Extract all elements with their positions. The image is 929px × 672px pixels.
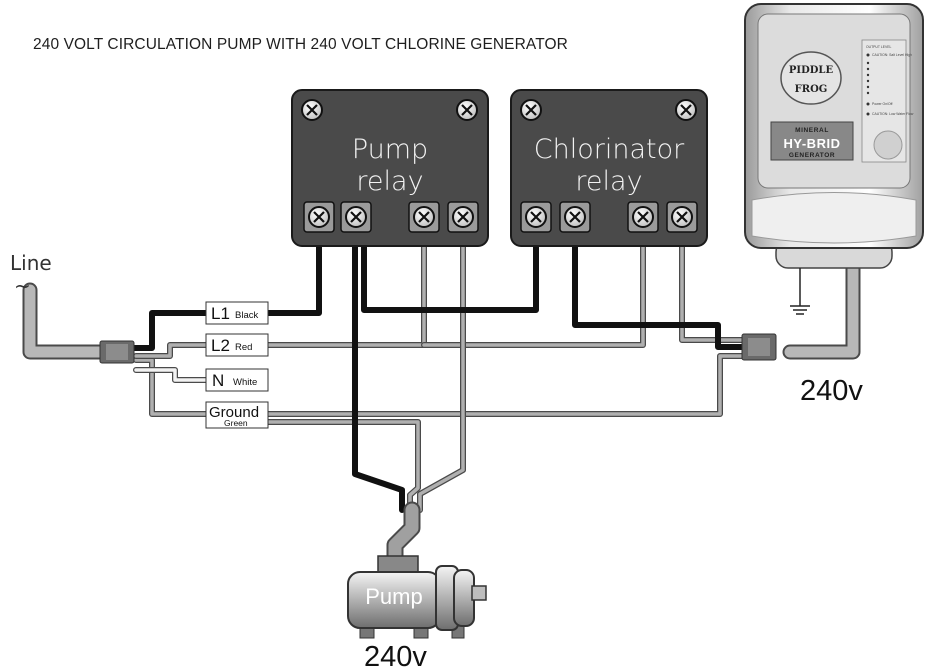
ground-wire: [133, 353, 751, 513]
generator-cord: [784, 259, 859, 358]
pump-voltage-label: 240v: [364, 641, 427, 672]
svg-text:HY-BRID: HY-BRID: [784, 136, 841, 151]
svg-text:PIDDLE: PIDDLE: [789, 65, 834, 76]
chlorinator-relay-terminals: [520, 201, 698, 233]
svg-text:Power On/Off: Power On/Off: [872, 102, 893, 106]
line-splice: [99, 340, 135, 364]
generator-splice: [741, 333, 777, 361]
pump-relay-terminals: [303, 201, 479, 233]
pump-label: Pump: [365, 584, 422, 609]
generator-control-panel: OUTPUT LEVEL CAUTION: Salt Level High Po…: [861, 39, 914, 163]
svg-text:FROG: FROG: [795, 84, 828, 95]
pump-relay: Pump relay: [291, 89, 489, 247]
svg-text:CAUTION: Salt Level High: CAUTION: Salt Level High: [872, 53, 912, 57]
generator-voltage-label: 240v: [800, 375, 863, 407]
pump-relay-label-1: Pump: [352, 134, 428, 165]
wire-label-ground: Ground Green: [205, 401, 269, 429]
circulation-pump: Pump: [347, 555, 487, 639]
svg-text:Red: Red: [235, 342, 252, 353]
svg-text:MINERAL: MINERAL: [795, 127, 829, 134]
chlorinator-relay-label-1: Chlorinator: [534, 134, 685, 165]
screw: [301, 99, 323, 121]
line-ac-symbol: ~: [14, 274, 31, 298]
svg-text:Black: Black: [235, 310, 258, 321]
svg-text:CAUTION: Low Water Flow: CAUTION: Low Water Flow: [872, 112, 914, 116]
chlorine-generator: PIDDLE FROG MINERAL HY-BRID GENERATOR OU…: [744, 3, 924, 269]
svg-text:Green: Green: [224, 418, 248, 428]
line-label: Line: [10, 251, 52, 275]
l2-wire: [133, 229, 751, 513]
ground-symbol: [790, 268, 810, 315]
wire-label-l2: L2 Red: [205, 333, 269, 357]
line-cord-outline: [22, 282, 118, 360]
svg-text:N: N: [212, 371, 224, 390]
svg-text:Ground: Ground: [209, 404, 259, 421]
neutral-wire: [133, 367, 209, 383]
wire-label-n: N White: [205, 368, 269, 392]
svg-text:L1: L1: [211, 304, 230, 323]
wiring: [22, 229, 861, 569]
chlorinator-relay: Chlorinator relay: [510, 89, 708, 247]
diagram-title: 240 VOLT CIRCULATION PUMP WITH 240 VOLT …: [33, 36, 568, 53]
screw: [520, 99, 542, 121]
line-cord: [24, 284, 116, 358]
chlorinator-relay-label-2: relay: [575, 166, 642, 197]
pump-relay-label-2: relay: [356, 166, 423, 197]
svg-text:GENERATOR: GENERATOR: [789, 152, 835, 159]
screw: [456, 99, 478, 121]
wire-label-l1: L1 Black: [205, 301, 269, 325]
screw: [675, 99, 697, 121]
svg-text:L2: L2: [211, 336, 230, 355]
svg-text:White: White: [233, 377, 257, 388]
frog-logo: PIDDLE FROG: [780, 51, 842, 105]
svg-text:OUTPUT LEVEL: OUTPUT LEVEL: [866, 45, 891, 49]
